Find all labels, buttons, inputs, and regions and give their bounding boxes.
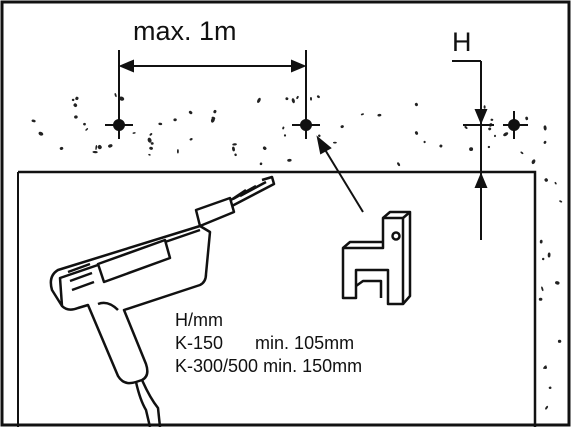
legend-value: min. 150mm xyxy=(263,356,363,376)
drill-hole-mark-icon xyxy=(105,111,133,139)
spacing-dimension xyxy=(118,50,307,120)
height-marker-label: H xyxy=(452,27,472,57)
drill-hole-mark-icon xyxy=(292,111,320,139)
ceiling-edge-line xyxy=(18,170,537,427)
drill-hole-mark-icon xyxy=(463,111,528,139)
drill-icon xyxy=(49,175,276,427)
wall-texture xyxy=(31,93,563,410)
legend-heading: H/mm xyxy=(175,310,223,330)
legend-model: K-150 xyxy=(175,333,224,353)
bracket-icon xyxy=(341,210,412,306)
bracket-leader-arrow xyxy=(316,135,364,213)
legend-model: K-300/500 xyxy=(175,356,259,376)
spacing-dimension-label: max. 1m xyxy=(133,16,237,46)
legend-value: min. 105mm xyxy=(255,333,355,353)
height-dimension xyxy=(452,60,488,240)
legend-row: K-150 min. 105mm xyxy=(175,332,362,355)
